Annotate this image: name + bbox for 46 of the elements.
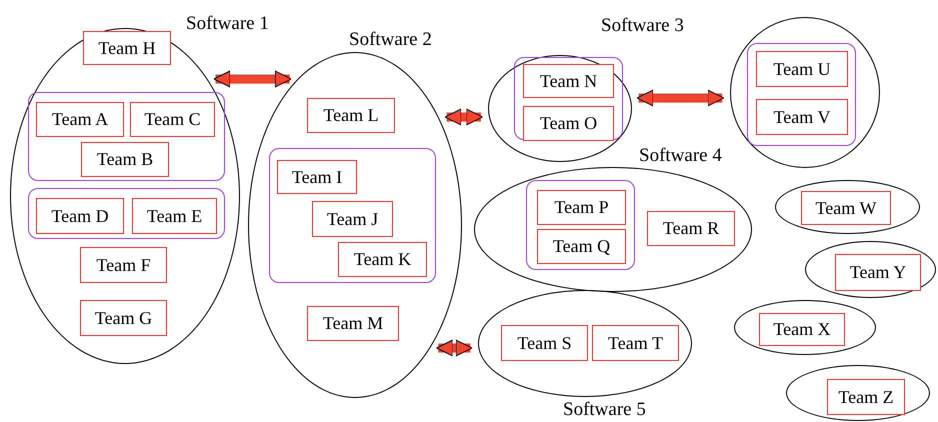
team-box: Team T bbox=[592, 325, 679, 361]
team-box: Team O bbox=[523, 106, 614, 141]
ellipse-group bbox=[730, 17, 880, 168]
team-box: Team R bbox=[647, 211, 735, 246]
team-box: Team Q bbox=[537, 229, 626, 264]
subgroup-box bbox=[269, 148, 436, 283]
team-box: Team L bbox=[307, 98, 395, 133]
team-box: Team H bbox=[83, 31, 171, 65]
team-box: Team C bbox=[130, 102, 215, 137]
ellipse-group bbox=[734, 300, 876, 355]
team-box: Team I bbox=[277, 160, 357, 194]
team-box: Team W bbox=[801, 191, 891, 225]
team-box: Team A bbox=[36, 102, 124, 137]
double-arrow bbox=[444, 108, 483, 126]
team-box: Team U bbox=[756, 51, 848, 87]
group-title: Software 2 bbox=[349, 29, 432, 51]
team-box: Team Y bbox=[835, 254, 921, 291]
ellipse-group bbox=[775, 180, 920, 234]
subgroup-box bbox=[514, 57, 623, 140]
double-arrow bbox=[436, 340, 472, 356]
team-box: Team K bbox=[338, 242, 427, 277]
team-box: Team G bbox=[80, 300, 167, 336]
team-box: Team J bbox=[312, 201, 393, 237]
subgroup-box bbox=[747, 43, 856, 146]
group-title: Software 3 bbox=[601, 15, 684, 37]
team-box: Team M bbox=[307, 306, 399, 341]
group-title: Software 4 bbox=[639, 145, 722, 167]
team-box: Team Z bbox=[827, 379, 905, 415]
double-arrow bbox=[213, 70, 292, 88]
double-arrow bbox=[636, 90, 724, 106]
team-box: Team X bbox=[759, 313, 845, 346]
group-title: Software 1 bbox=[186, 13, 269, 35]
team-box: Team S bbox=[501, 325, 588, 361]
team-box: Team P bbox=[537, 190, 626, 225]
team-box: Team N bbox=[523, 64, 614, 98]
team-box: Team E bbox=[132, 198, 217, 234]
team-box: Team B bbox=[81, 142, 169, 177]
ellipse-group bbox=[805, 241, 936, 298]
team-box: Team V bbox=[756, 99, 848, 135]
team-box: Team D bbox=[36, 198, 124, 234]
group-title: Software 5 bbox=[563, 399, 646, 421]
team-box: Team F bbox=[80, 247, 167, 283]
subgroup-box bbox=[28, 188, 225, 239]
subgroup-box bbox=[526, 180, 635, 270]
subgroup-box bbox=[28, 92, 225, 181]
ellipse-group bbox=[786, 365, 930, 421]
